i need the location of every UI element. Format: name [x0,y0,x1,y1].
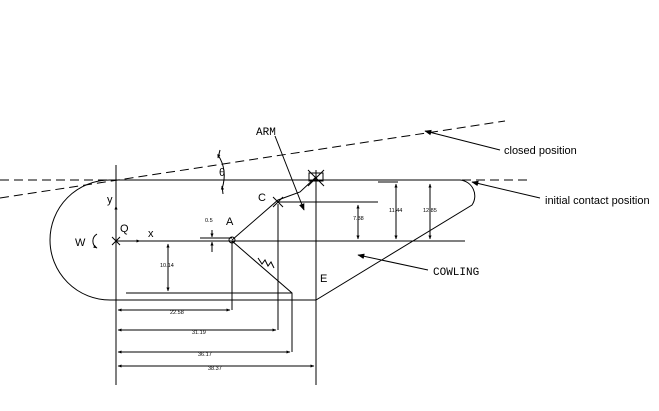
dim-36-17-text: 36.17 [198,352,212,358]
closed-position-label: closed position [504,145,577,157]
y-axis-label: y [107,194,113,206]
point-c-label: C [258,192,266,204]
dim-0-5-text: 0.5 [205,218,213,224]
weight-label: W [75,237,86,249]
arm-leader [274,135,305,211]
dim-10-14-text: 10.14 [160,263,174,269]
arm-label: ARM [256,127,276,139]
cowling-label: COWLING [433,267,479,279]
theta-arrow-bottom [220,185,225,195]
arm-line [231,176,317,241]
dim-38-37-text: 38.37 [208,366,222,372]
point-a-label: A [226,216,234,228]
dim-7-38-text: 7.38 [353,216,364,222]
cowling-outline [49,179,476,301]
theta-label: θ [219,167,225,179]
pivot-c-icon [272,196,284,208]
initial-contact-leader [471,180,541,199]
dim-31-19-text: 31.19 [192,330,206,336]
cowling-leader [357,253,429,271]
closed-position-leader [424,129,501,151]
moment-arrow-icon [92,233,98,249]
dim-12-85-text: 12.85 [423,208,437,214]
hinge-e-icon [307,169,325,187]
dim-11-44-text: 11.44 [389,208,402,214]
dim-11-44 [378,181,398,240]
spring-icon [257,257,275,269]
dim-22-58-text: 22.58 [170,310,184,316]
theta-arrow-top [217,149,221,159]
origin-q-icon [111,236,121,246]
initial-contact-position-label: initial contact position [545,195,650,207]
x-axis-label: x [148,228,154,240]
spring-link-line [231,240,293,352]
point-q-label: Q [120,223,129,235]
pivot-a-icon [228,236,236,244]
point-e-label: E [320,273,327,285]
